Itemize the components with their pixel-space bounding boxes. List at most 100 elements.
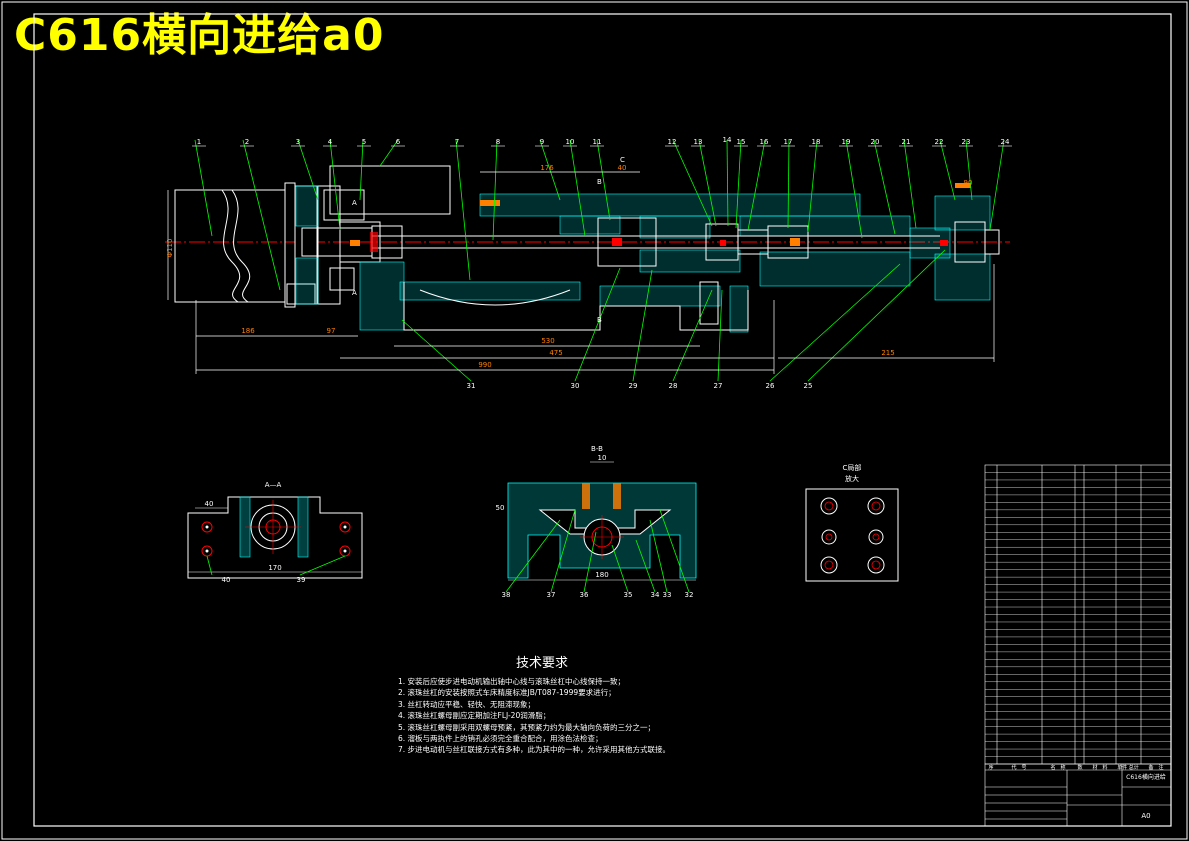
- dim-text: 530: [541, 337, 554, 345]
- section-bb-dim-bottom: 180: [595, 571, 608, 579]
- requirement-item: 6. 溜板与两执件上的销孔必须完全重合配合，用涂色法检查；: [398, 734, 603, 744]
- section-mark-b-bottom: B: [597, 316, 602, 324]
- balloon: 33: [663, 591, 672, 599]
- requirement-item: 7. 步进电动机与丝杠联接方式有多种，此为其中的一种，允许采用其他方式联接。: [398, 745, 671, 755]
- balloon: 23: [962, 138, 971, 146]
- balloon: 15: [737, 138, 746, 146]
- balloon: 7: [455, 138, 459, 146]
- dimension-texts: 186 97 530 475 990 215 176 40 Φ110 90: [166, 164, 972, 369]
- header-cell: 代 号: [1011, 764, 1026, 771]
- dim-text: 990: [478, 361, 491, 369]
- balloon: 21: [902, 138, 911, 146]
- dim-text: 40: [618, 164, 627, 172]
- balloon: 10: [566, 138, 575, 146]
- title-block-sheet-no: A0: [1141, 812, 1150, 820]
- balloon: 8: [496, 138, 500, 146]
- balloon: 22: [935, 138, 944, 146]
- header-cell: 备 注: [1148, 764, 1163, 771]
- balloon: 32: [685, 591, 694, 599]
- inner-frame: [33, 13, 1172, 827]
- requirement-item: 1. 安装后应使步进电动机输出轴中心线与滚珠丝杠中心线保持一致；: [398, 677, 626, 686]
- dim-text: 475: [549, 349, 562, 357]
- balloon: 28: [669, 382, 678, 390]
- section-aa-title: A—A: [265, 481, 282, 489]
- detail-c-subtitle: 放大: [845, 474, 859, 483]
- detail-c-view: C局部 放大: [805, 463, 899, 582]
- dim-text: 90: [964, 179, 973, 187]
- balloon: 20: [871, 138, 880, 146]
- drawing-title: C616横向进给a0: [14, 10, 385, 61]
- balloon: 37: [547, 591, 556, 599]
- top-leaders: [194, 139, 1005, 291]
- title-block: [984, 763, 1172, 827]
- balloon: 38: [502, 591, 511, 599]
- saddle-outline: [329, 267, 749, 331]
- balloon: 27: [714, 382, 723, 390]
- section-mark-c: C: [620, 156, 625, 164]
- balloon: 24: [1001, 138, 1010, 146]
- requirement-item: 2. 滚珠丝杠的安装按照式车床精度标准JB/T087-1999要求进行；: [398, 688, 616, 698]
- header-cell: 材 料: [1092, 764, 1107, 771]
- bottom-balloons: 31 30 29 28 27 26 25: [467, 382, 813, 390]
- balloon: 34: [651, 591, 660, 599]
- main-assembly-view: [165, 139, 1010, 382]
- hatched-housings: [295, 185, 991, 333]
- balloon: 3: [296, 138, 300, 146]
- section-mark-a-top: A: [352, 199, 357, 207]
- title-block-drawing-name: C616横向进给: [1126, 773, 1166, 781]
- section-marks: C B B A A: [352, 156, 625, 324]
- balloon: 17: [784, 138, 793, 146]
- section-bb-title: B-B: [591, 445, 603, 453]
- section-bb-dim-side: 50: [496, 504, 505, 512]
- balloon: 9: [540, 138, 544, 146]
- section-aa-dim-top: 40: [205, 500, 214, 508]
- dim-text: Φ110: [166, 239, 174, 258]
- balloon: 5: [362, 138, 366, 146]
- section-aa-balloon-right: 39: [297, 576, 306, 584]
- dim-text: 186: [241, 327, 255, 335]
- balloon: 19: [842, 138, 851, 146]
- balloon: 2: [245, 138, 249, 146]
- dim-text: 176: [540, 164, 554, 172]
- balloon: 30: [571, 382, 580, 390]
- section-bb-dim-top: 10: [598, 454, 607, 462]
- section-bb-view: B-B 10 50 180 38 37 36 35 34 33 32: [496, 445, 697, 599]
- header-cell: 名 称: [1050, 764, 1065, 771]
- top-balloons: 1 2 3 4 5 6 7 8 9 10 11 12 13 14 15 16 1…: [197, 136, 1010, 146]
- requirement-item: 4. 滚珠丝杠螺母副应定期加注FLJ-20润滑脂；: [398, 711, 551, 721]
- balloon: 16: [760, 138, 769, 146]
- balloon: 13: [694, 138, 703, 146]
- header-cell: 单件 总计: [1117, 764, 1139, 771]
- detail-c-title: C局部: [843, 463, 862, 472]
- balloon: 1: [197, 138, 201, 146]
- technical-requirements-title: 技术要求: [516, 656, 569, 671]
- balloon: 26: [766, 382, 775, 390]
- requirement-item: 5. 滚珠丝杠螺母副采用双螺母预紧，其预紧力约为最大轴向负荷的三分之一；: [398, 722, 656, 732]
- balloon: 25: [804, 382, 813, 390]
- technical-requirements-list: 1. 安装后应使步进电动机输出轴中心线与滚珠丝杠中心线保持一致； 2. 滚珠丝杠…: [398, 676, 670, 756]
- dim-text: 97: [327, 327, 336, 335]
- bottom-leaders: [401, 249, 946, 382]
- section-mark-b-top: B: [597, 178, 602, 186]
- balloon: 18: [812, 138, 821, 146]
- header-cell: 数: [1077, 764, 1082, 771]
- balloon: 31: [467, 382, 476, 390]
- section-aa-balloon-left: 40: [222, 576, 231, 584]
- parts-rows: [985, 472, 1171, 757]
- balloon: 14: [723, 136, 732, 144]
- balloon: 36: [580, 591, 589, 599]
- title-block-header: 序 代 号 名 称 数 材 料 单件 总计 备 注: [988, 764, 1163, 771]
- balloon: 6: [396, 138, 401, 146]
- balloon: 11: [593, 138, 602, 146]
- section-aa-view: A—A 40 170 40 39: [187, 481, 363, 584]
- section-aa-dim-bottom: 170: [268, 564, 281, 572]
- dim-text: 215: [881, 349, 894, 357]
- header-cell: 序: [988, 764, 993, 771]
- section-mark-a-bottom: A: [352, 289, 357, 297]
- dimension-lines: [167, 171, 995, 374]
- balloon: 29: [629, 382, 638, 390]
- balloon: 4: [328, 138, 333, 146]
- accent-marks: [350, 183, 971, 252]
